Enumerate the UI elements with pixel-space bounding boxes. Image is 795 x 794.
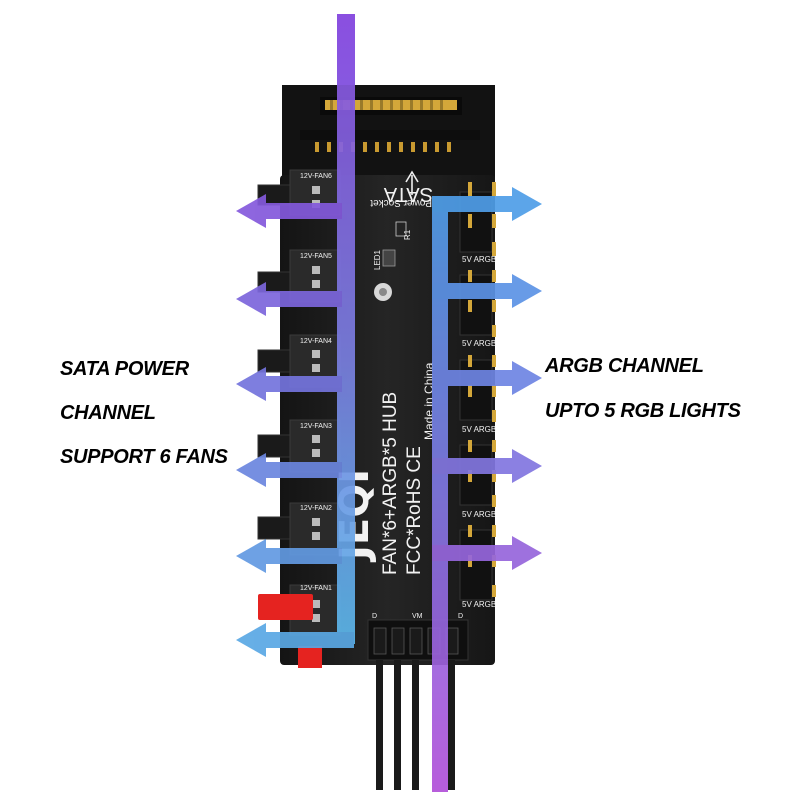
bottom-label-vm: VM — [412, 613, 423, 620]
right-arrow-3 — [432, 361, 542, 395]
sata-connector — [282, 85, 495, 182]
argb-labels: 5V ARGB 5V ARGB 5V ARGB 5V ARGB 5V ARGB — [462, 255, 496, 609]
left-arrow-3 — [236, 453, 342, 487]
fan-label-2: 12V-FAN2 — [300, 505, 332, 512]
up-arrow-icon — [405, 170, 419, 195]
led-component — [382, 249, 396, 267]
left-arrow-4 — [236, 367, 342, 401]
fan-label-4: 12V-FAN4 — [300, 338, 332, 345]
model-label: FAN*6+ARGB*5 HUB — [380, 392, 401, 575]
left-arrow-1 — [236, 623, 354, 657]
right-callout-line-2: UPTO 5 RGB LIGHTS — [545, 400, 741, 422]
argb-label-4: 5V ARGB — [462, 510, 496, 519]
right-callout-line-1: ARGB CHANNEL — [545, 355, 704, 377]
argb-header-5 — [459, 525, 496, 601]
led-label: LED1 — [373, 249, 382, 270]
fan-header-2 — [257, 502, 341, 556]
fan-label-1: 12V-FAN1 — [300, 585, 332, 592]
argb-header-4 — [459, 440, 496, 507]
argb-flow-arrows — [432, 187, 542, 792]
sata-label: SATA — [383, 183, 433, 205]
fan-labels: 12V-FAN6 12V-FAN5 12V-FAN4 12V-FAN3 12V-… — [300, 173, 332, 592]
fan-label-3: 12V-FAN3 — [300, 423, 332, 430]
left-callout-line-3: SUPPORT 6 FANS — [60, 446, 228, 468]
bottom-cables — [376, 660, 455, 790]
bottom-connector: D VM D — [367, 613, 469, 661]
bottom-label-d1: D — [372, 613, 377, 620]
argb-header-3 — [459, 355, 496, 422]
right-arrow-2 — [432, 274, 542, 308]
power-socket-label: Power Socket — [370, 197, 432, 208]
resistor-component — [395, 221, 407, 237]
red-fan-plug — [258, 594, 313, 620]
left-callout-line-2: CHANNEL — [60, 402, 156, 424]
power-flow-arrows — [236, 14, 355, 657]
argb-header-1 — [459, 182, 496, 256]
argb-label-1: 5V ARGB — [462, 255, 496, 264]
argb-headers — [459, 182, 496, 601]
argb-header-2 — [459, 270, 496, 337]
right-arrow-4 — [432, 449, 542, 483]
fan-label-5: 12V-FAN5 — [300, 253, 332, 260]
bottom-label-d2: D — [458, 613, 463, 620]
resistor-label: R1 — [403, 229, 412, 240]
argb-label-2: 5V ARGB — [462, 339, 496, 348]
sata-silkscreen: SATA — [383, 183, 433, 205]
left-arrow-2 — [236, 539, 342, 573]
left-callout-line-1: SATA POWER — [60, 358, 189, 380]
fan-label-6: 12V-FAN6 — [300, 173, 332, 180]
left-arrow-6 — [236, 194, 342, 228]
right-arrow-1 — [432, 187, 542, 221]
left-arrow-5 — [236, 282, 342, 316]
argb-label-5: 5V ARGB — [462, 600, 496, 609]
argb-label-3: 5V ARGB — [462, 425, 496, 434]
right-arrow-5 — [432, 536, 542, 570]
cert-label: FCC*RoHS CE — [404, 446, 425, 575]
